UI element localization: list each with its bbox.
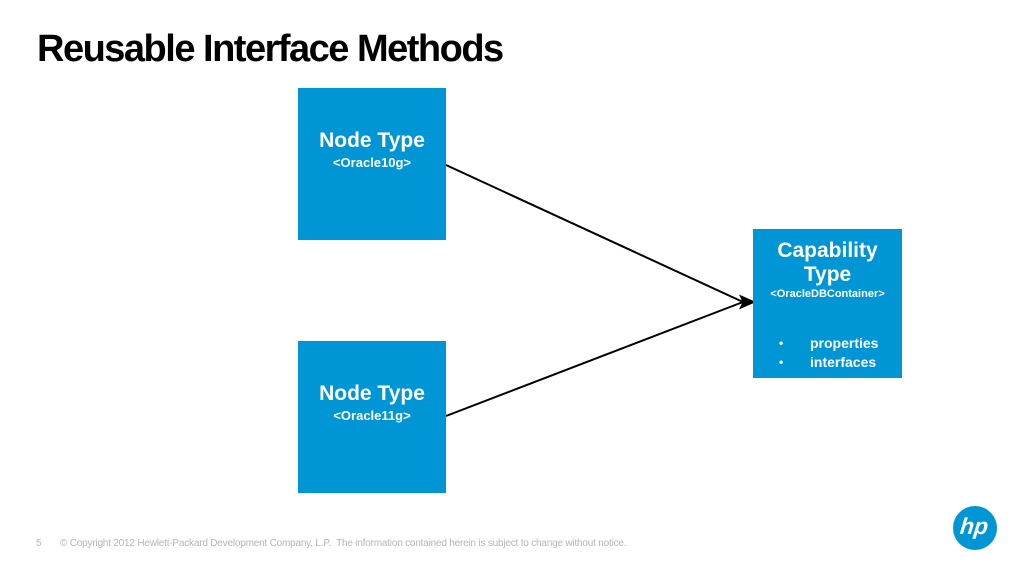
- bullet-dot-icon: •: [779, 336, 784, 350]
- node-type-oracle11g-box: Node Type <Oracle11g>: [298, 341, 446, 493]
- node-type-subtitle: <Oracle11g>: [333, 408, 411, 423]
- slide-title: Reusable Interface Methods: [37, 28, 504, 70]
- bullet-item: • interfaces: [753, 353, 902, 372]
- page-number: 5: [36, 538, 42, 549]
- bullet-label: interfaces: [810, 354, 877, 370]
- capability-type-box: Capability Type <OracleDBContainer> • pr…: [753, 229, 902, 378]
- node-type-title: Node Type: [319, 382, 425, 405]
- arrow-line-oracle11g-to-capability: [445, 301, 744, 417]
- capability-bullet-list: • properties • interfaces: [753, 334, 902, 372]
- capability-type-subtitle: <OracleDBContainer>: [770, 288, 885, 300]
- bullet-item: • properties: [753, 334, 902, 353]
- arrowhead-icon: [739, 294, 756, 310]
- node-type-title: Node Type: [319, 129, 425, 152]
- node-type-oracle10g-box: Node Type <Oracle10g>: [298, 88, 446, 240]
- capability-type-title: Capability Type: [777, 239, 878, 286]
- bullet-dot-icon: •: [779, 355, 784, 369]
- hp-logo: hp: [953, 506, 997, 550]
- hp-logo-text: hp: [958, 513, 990, 539]
- copyright-text: © Copyright 2012 Hewlett-Packard Develop…: [60, 538, 627, 549]
- node-type-subtitle: <Oracle10g>: [332, 155, 412, 170]
- bullet-label: properties: [810, 335, 879, 351]
- arrow-line-oracle10g-to-capability: [445, 164, 744, 303]
